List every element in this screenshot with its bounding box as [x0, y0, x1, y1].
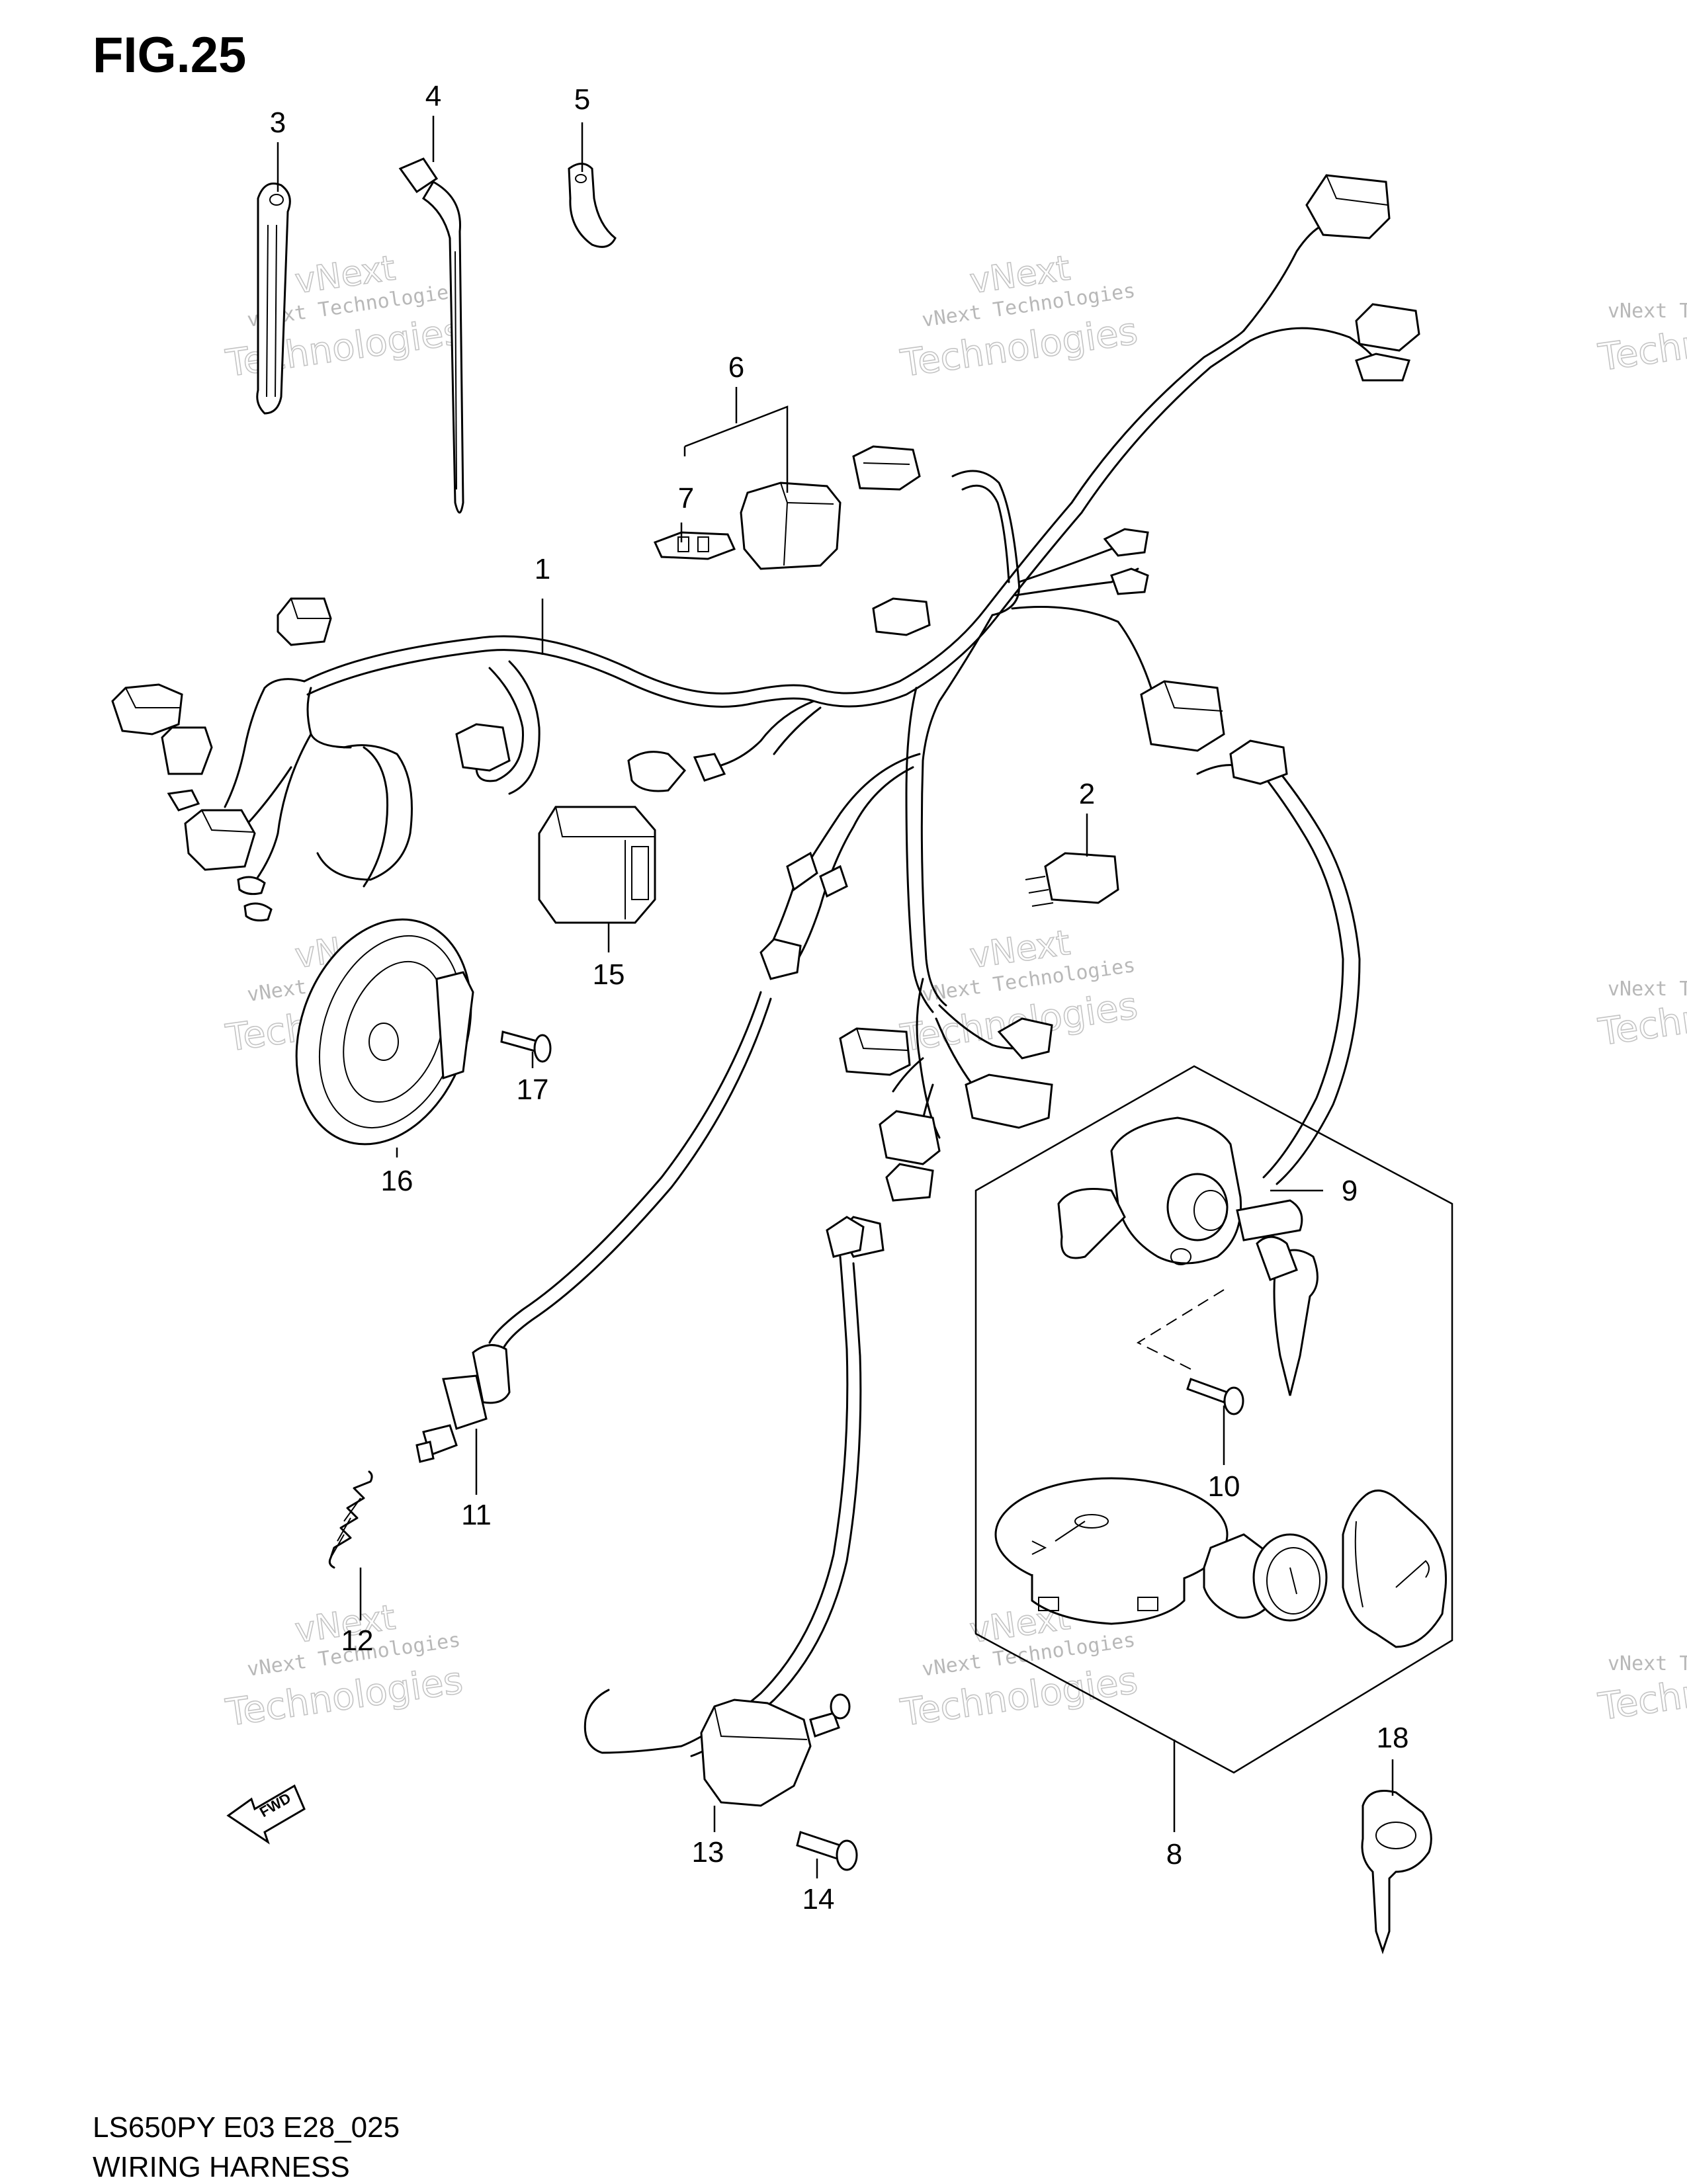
- clamp-band-part-4: [398, 157, 464, 514]
- screw-part-10: [1186, 1378, 1244, 1415]
- callout-3: 3: [270, 106, 286, 139]
- fuel-cap: [994, 1477, 1229, 1625]
- callout-18: 18: [1377, 1722, 1409, 1754]
- ignition-switch-kit-part-8: [974, 1065, 1453, 1832]
- forward-direction-arrow: FWD: [226, 1784, 306, 1845]
- spring-part-12: [328, 1470, 373, 1569]
- cable-clip-part-5: [568, 163, 617, 248]
- watermark-right-edge: Technologies vNext Technologies Technolo…: [1595, 300, 1687, 1730]
- lock-cover: [1342, 1490, 1448, 1648]
- callout-5: 5: [574, 83, 590, 116]
- figure-title: FIG.25: [93, 27, 247, 83]
- watermark-bottom-left: vNext vNext Technologies Technologies: [222, 1597, 466, 1736]
- callout-2: 2: [1079, 778, 1095, 810]
- callout-7: 7: [678, 482, 694, 515]
- side-stand-switch-part-13: [584, 1216, 865, 1807]
- callout-1: 1: [535, 553, 550, 585]
- watermark-text: vNext Technologies: [1608, 978, 1687, 1001]
- callout-13: 13: [692, 1836, 724, 1869]
- watermark-top-left: vNext vNext Technologies Technologies: [222, 248, 466, 386]
- watermark-top-center: vNext vNext Technologies Technologies: [897, 248, 1141, 386]
- drawing-code: LS650PY E03 E28_025: [93, 2111, 400, 2144]
- callout-12: 12: [341, 1624, 374, 1657]
- callout-6: 6: [728, 351, 744, 384]
- bolt-part-14: [796, 1831, 858, 1871]
- callout-16: 16: [381, 1165, 413, 1197]
- connector-part-2: [1025, 852, 1119, 907]
- main-wiring-harness-part-1: [224, 224, 1377, 1351]
- screw-part-17: [500, 1030, 552, 1063]
- drawing-name: WIRING HARNESS: [93, 2151, 350, 2183]
- leader-lines: [277, 116, 1394, 1878]
- watermark-text: vNext Technologies: [1608, 1652, 1687, 1675]
- watermark-text: vNext Technologies: [1608, 300, 1687, 323]
- horn-part-16: [295, 918, 474, 1146]
- sensor-switch-part-11: [415, 1344, 511, 1463]
- lock-cylinder: [1203, 1533, 1328, 1622]
- key-part-18: [1361, 1790, 1432, 1954]
- callout-10: 10: [1208, 1470, 1240, 1503]
- callout-4: 4: [425, 80, 441, 112]
- harness-connectors: [111, 174, 1420, 1258]
- relay-part-6: [740, 482, 842, 570]
- callout-9: 9: [1342, 1175, 1358, 1207]
- callout-17: 17: [517, 1073, 549, 1106]
- callout-15: 15: [593, 958, 625, 991]
- callout-numbers: 1 2 3 4 5 6 7 8 9 10 11 12 13 14 15 16 1…: [270, 80, 1409, 1915]
- ignition-switch-part-9: [1057, 1116, 1319, 1396]
- callout-11: 11: [461, 1499, 492, 1531]
- callout-8: 8: [1166, 1838, 1182, 1870]
- fuse-part-7: [653, 531, 736, 560]
- cable-strap-part-3: [256, 183, 291, 415]
- relay-block-part-15: [538, 806, 656, 924]
- callout-14: 14: [802, 1883, 835, 1915]
